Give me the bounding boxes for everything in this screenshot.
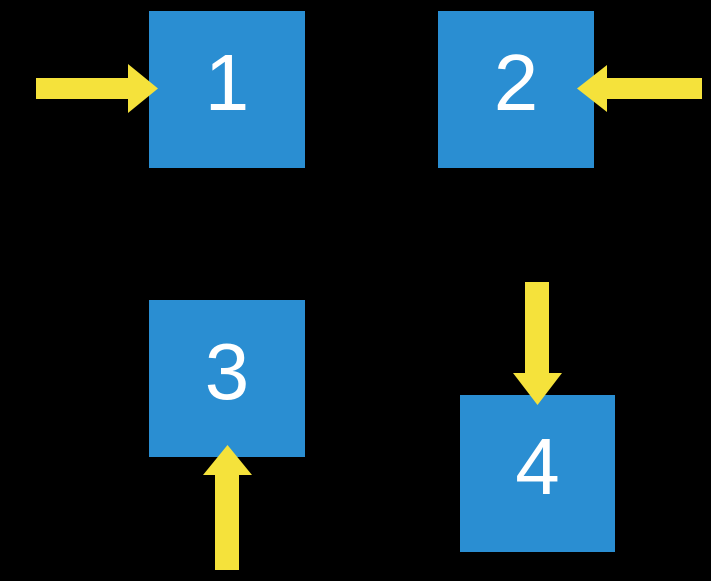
square-3-label: 3 [204, 326, 250, 416]
square-4-label: 4 [515, 421, 560, 511]
square-2: 2 [438, 11, 594, 168]
square-1: 1 [149, 11, 305, 168]
arrow-up-icon [203, 445, 252, 570]
square-4: 4 [460, 395, 615, 552]
arrow-down-icon [513, 282, 562, 405]
square-2-label: 2 [493, 37, 539, 127]
square-1-label: 1 [204, 37, 250, 127]
arrow-right-icon [36, 64, 158, 113]
square-3: 3 [149, 300, 305, 457]
arrow-left-icon [577, 65, 702, 112]
